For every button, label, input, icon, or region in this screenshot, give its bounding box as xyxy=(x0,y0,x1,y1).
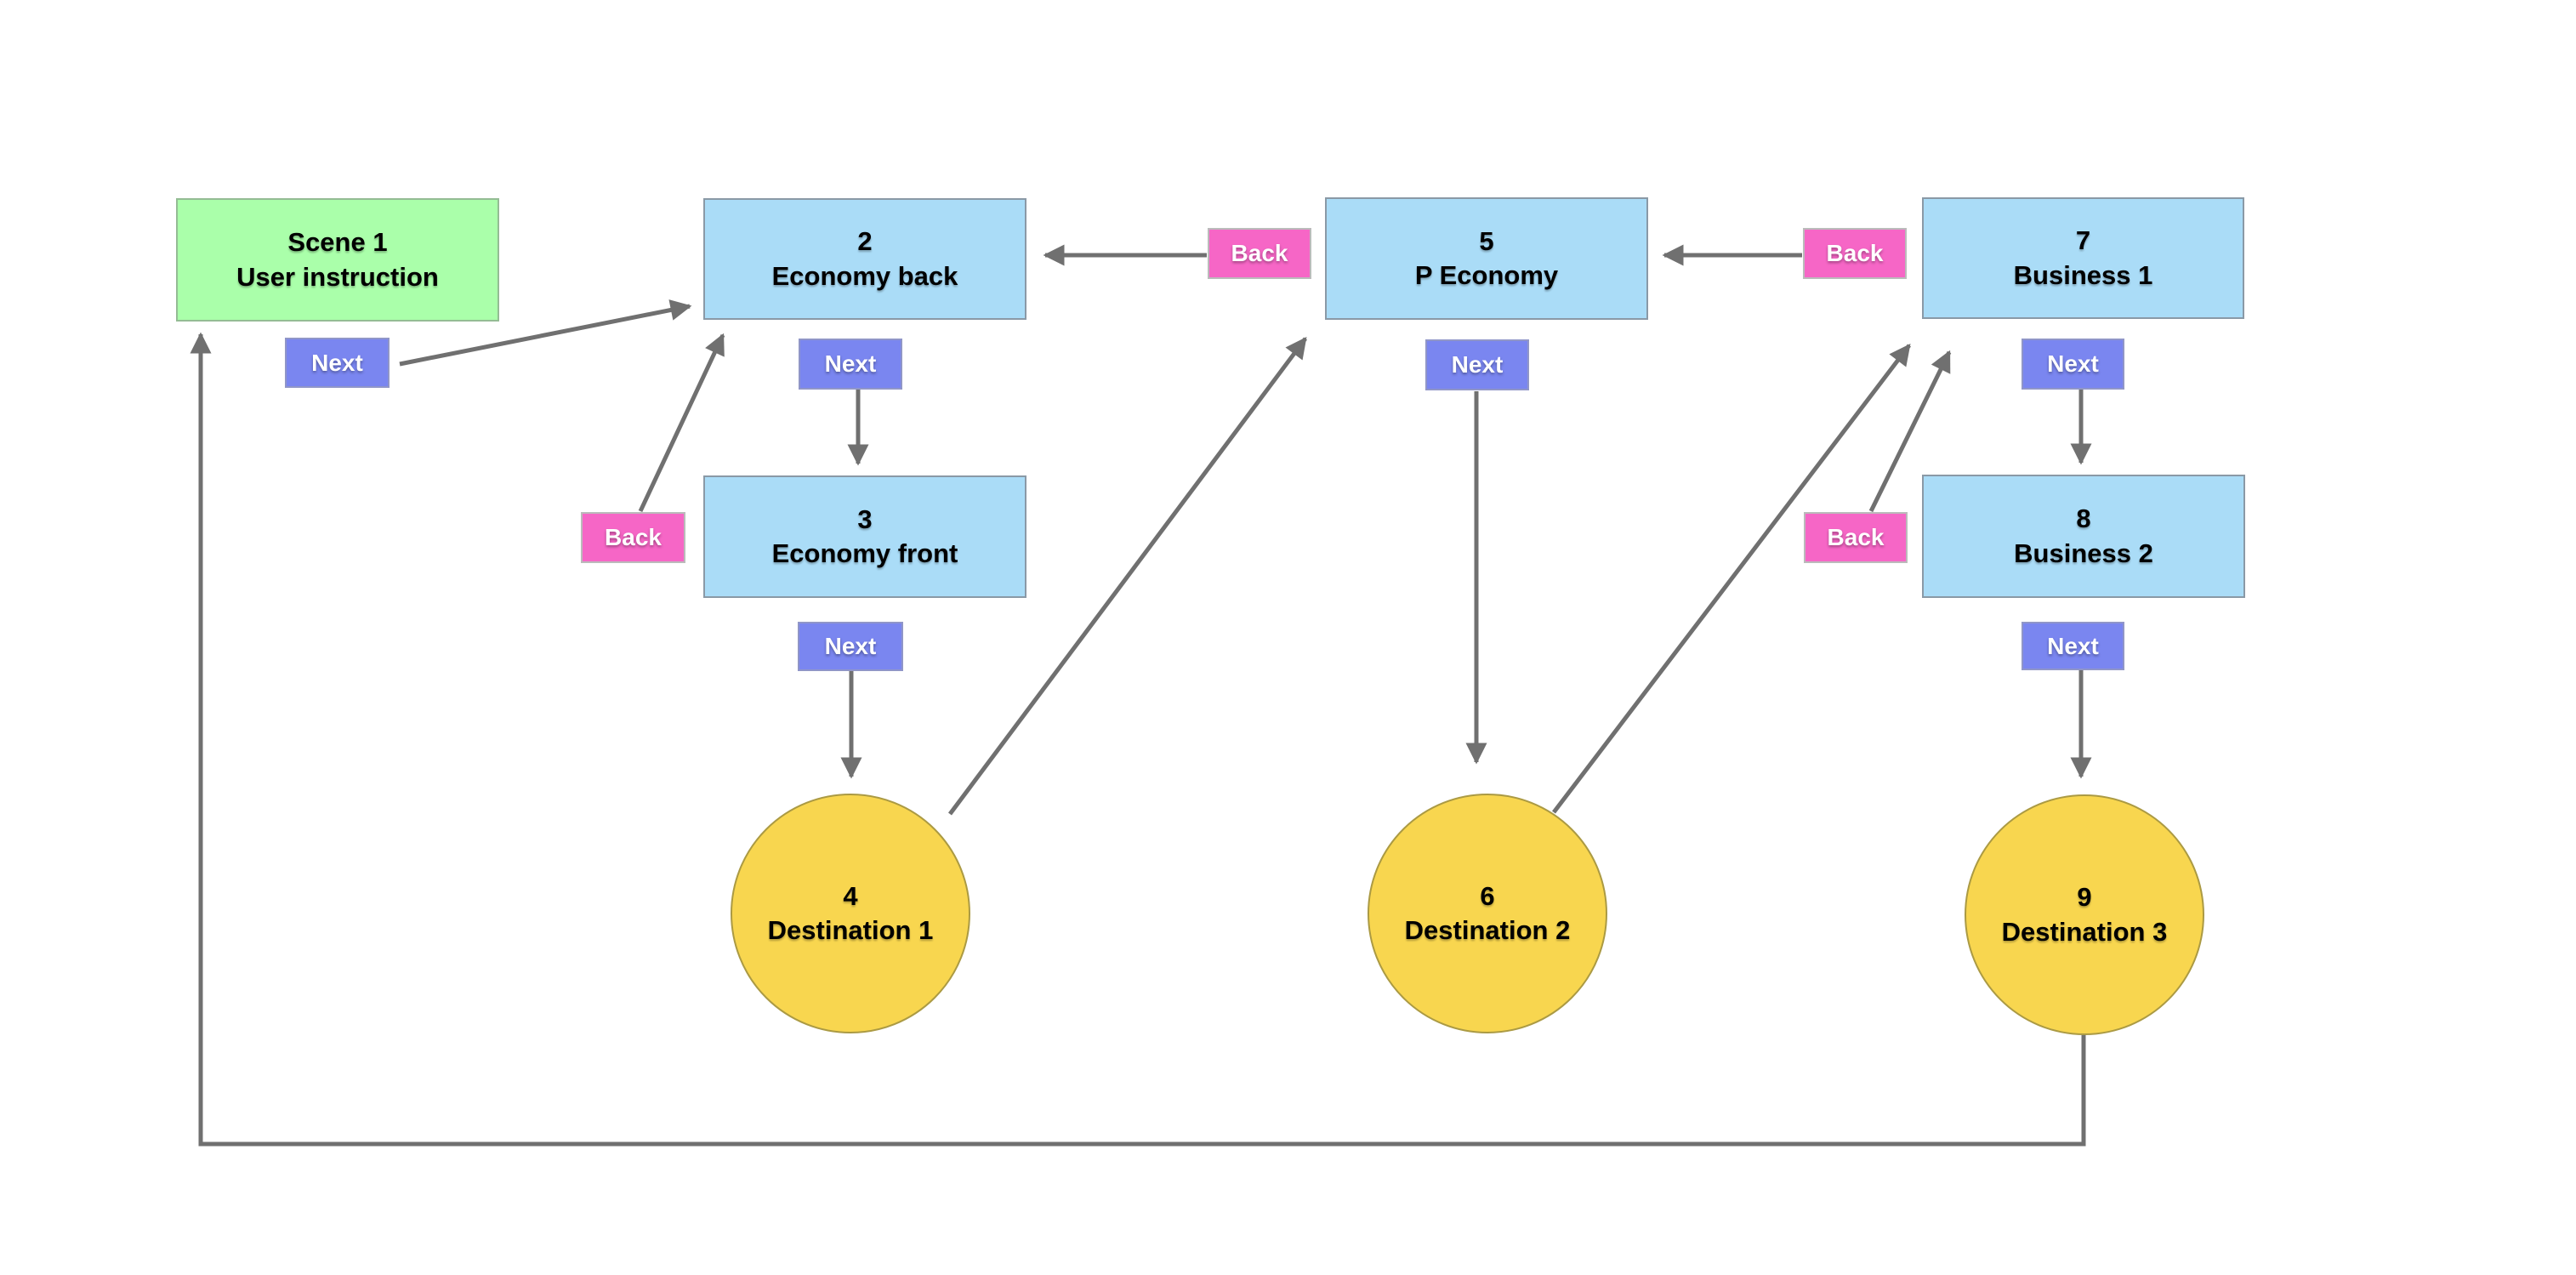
node-label: Business 1 xyxy=(2013,259,2153,290)
node-economy-front[interactable]: 3 Economy front xyxy=(703,475,1026,598)
node-p-economy[interactable]: 5 P Economy xyxy=(1325,197,1648,320)
node-number: 2 xyxy=(857,226,873,257)
node-title: Scene 1 xyxy=(287,227,388,258)
node-label: Business 2 xyxy=(2014,538,2153,568)
node-label: Destination 1 xyxy=(767,915,934,945)
node-destination-1[interactable]: 4 Destination 1 xyxy=(731,794,970,1033)
edge-back-economy-front-to-economy-back xyxy=(638,333,725,513)
edge-back-business-2-to-business-1 xyxy=(1868,350,1952,513)
next-button-economy-front[interactable]: Next xyxy=(798,622,903,671)
back-button-business-2[interactable]: Back xyxy=(1804,512,1908,563)
node-destination-3[interactable]: 9 Destination 3 xyxy=(1965,794,2204,1035)
node-number: 3 xyxy=(857,504,873,534)
node-label: Economy front xyxy=(771,538,958,568)
node-destination-2[interactable]: 6 Destination 2 xyxy=(1368,794,1607,1033)
node-label: Destination 3 xyxy=(2001,916,2168,947)
node-label: User instruction xyxy=(236,261,439,292)
next-button-economy-back[interactable]: Next xyxy=(799,339,902,390)
node-business-1[interactable]: 7 Business 1 xyxy=(1922,197,2244,319)
node-label: P Economy xyxy=(1414,260,1559,290)
next-button-business-2[interactable]: Next xyxy=(2022,622,2124,670)
next-button-p-economy[interactable]: Next xyxy=(1425,339,1529,390)
edge-destination-2-to-business-1 xyxy=(1552,344,1911,814)
node-economy-back[interactable]: 2 Economy back xyxy=(703,198,1026,320)
next-button-scene-1[interactable]: Next xyxy=(285,338,390,388)
node-business-2[interactable]: 8 Business 2 xyxy=(1922,475,2245,598)
node-scene-1[interactable]: Scene 1 User instruction xyxy=(176,198,499,322)
back-button-business-1[interactable]: Back xyxy=(1803,228,1907,279)
node-number: 6 xyxy=(1480,880,1495,911)
edge-next-scene1-to-economy-back xyxy=(399,299,692,367)
back-button-economy-front[interactable]: Back xyxy=(581,512,685,563)
edge-destination-1-to-p-economy xyxy=(947,336,1308,816)
back-button-p-economy[interactable]: Back xyxy=(1208,228,1311,279)
edge-destination-3-to-scene-1 xyxy=(190,332,2086,1147)
next-button-business-1[interactable]: Next xyxy=(2022,339,2124,390)
node-number: 9 xyxy=(2077,882,2092,913)
node-label: Economy back xyxy=(771,260,958,291)
node-label: Destination 2 xyxy=(1404,915,1571,945)
node-number: 5 xyxy=(1479,225,1494,256)
node-number: 7 xyxy=(2075,225,2091,256)
node-number: 4 xyxy=(843,880,858,911)
node-number: 8 xyxy=(2076,504,2091,534)
